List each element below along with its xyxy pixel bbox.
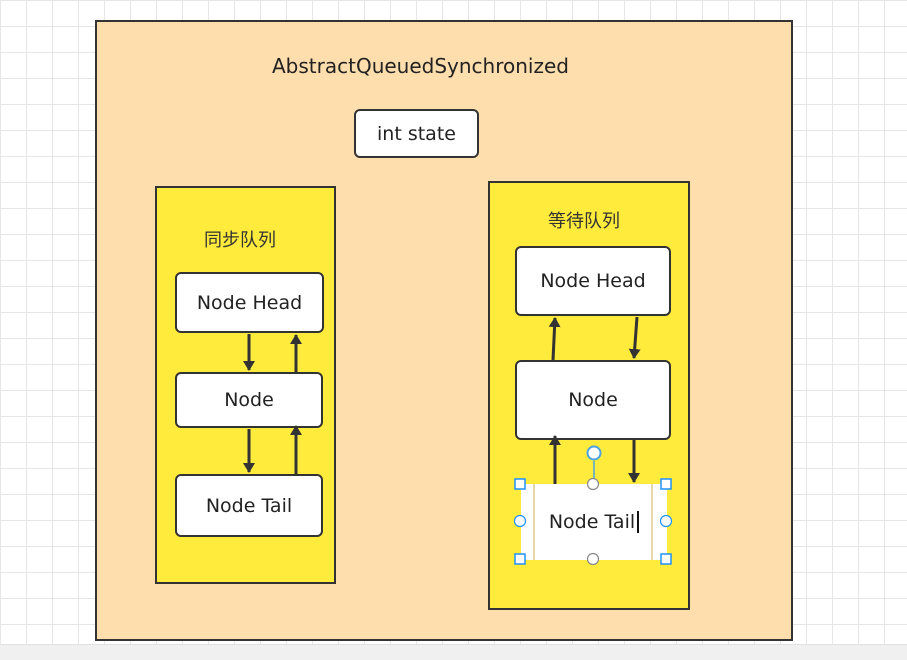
wait-node-tail-selected[interactable]: Node Tail <box>521 484 667 560</box>
wait-node-head[interactable]: Node Head <box>515 246 671 316</box>
connect-point-left[interactable] <box>513 514 527 528</box>
text-caret <box>637 511 640 533</box>
wait-node-tail-label-row[interactable]: Node Tail <box>521 484 667 560</box>
sync-node-head[interactable]: Node Head <box>175 272 324 333</box>
resize-handle-bottom-left[interactable] <box>514 553 526 565</box>
sync-node[interactable]: Node <box>175 372 323 428</box>
sync-queue-title[interactable]: 同步队列 <box>204 230 276 251</box>
wait-node-to-head-arrow[interactable] <box>548 317 561 361</box>
diagram-title[interactable]: AbstractQueuedSynchronized <box>272 54 569 78</box>
wait-queue-title[interactable]: 等待队列 <box>548 211 620 232</box>
wait-node[interactable]: Node <box>515 360 671 440</box>
resize-handle-bottom-right[interactable] <box>660 553 672 565</box>
wait-node-tail-label[interactable]: Node Tail <box>548 511 636 533</box>
rotate-handle[interactable] <box>586 445 602 461</box>
sync-node-tail[interactable]: Node Tail <box>175 474 323 537</box>
wait-node-tail-editor-frame <box>533 484 653 560</box>
connect-point-top[interactable] <box>586 477 600 491</box>
resize-handle-top-right[interactable] <box>660 478 672 490</box>
wait-head-to-node-arrow[interactable] <box>628 316 641 359</box>
int-state-box[interactable]: int state <box>354 109 479 158</box>
connect-point-bottom[interactable] <box>586 552 600 566</box>
selection-handles <box>513 445 673 566</box>
resize-handle-top-left[interactable] <box>514 478 526 490</box>
connect-point-right[interactable] <box>659 514 673 528</box>
canvas-bottom-scrollbar-area <box>0 644 907 660</box>
